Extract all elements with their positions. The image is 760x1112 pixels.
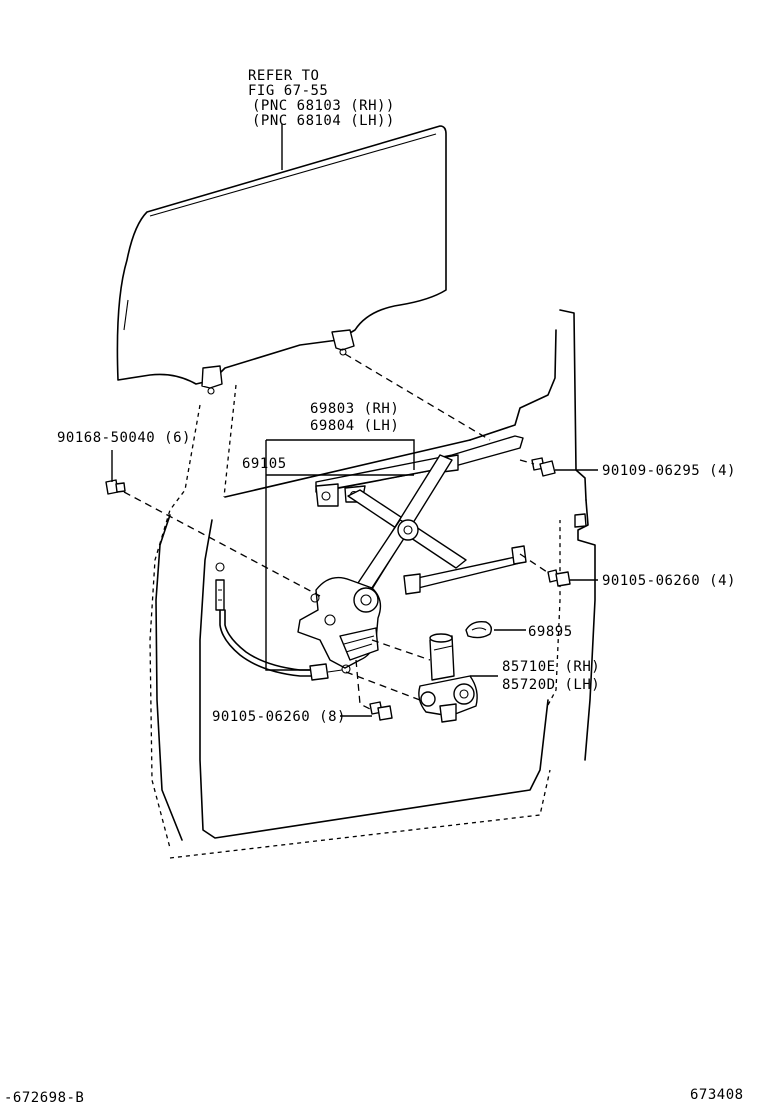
label-69105[interactable]: 69105 [242, 456, 287, 472]
label-69804[interactable]: 69804 (LH) [310, 418, 399, 434]
door-panel-outline [149, 309, 596, 859]
labels: REFER TO FIG 67-55 (PNC 68103 (RH)) (PNC… [4, 68, 744, 1106]
window-regulator[interactable] [297, 435, 527, 669]
bolt-90105-06260-lower[interactable] [369, 701, 393, 721]
refer-pnc-rh-text: (PNC 68103 (RH)) [252, 98, 395, 114]
label-90168-50040[interactable]: 90168-50040 (6) [57, 430, 191, 446]
refer-to-text: REFER TO [248, 68, 319, 84]
assembly-lines [123, 353, 551, 711]
label-85720d[interactable]: 85720D (LH) [502, 677, 600, 693]
refer-pnc-lh-text: (PNC 68104 (LH)) [252, 113, 395, 129]
power-window-motor[interactable] [418, 633, 478, 723]
label-85710e[interactable]: 85710E (RH) [502, 659, 600, 675]
bolt-90109-06295[interactable] [531, 457, 556, 477]
label-90105-06260-lower[interactable]: 90105-06260 (8) [212, 709, 346, 725]
footer-code-left: -672698-B [4, 1090, 84, 1106]
label-69895[interactable]: 69895 [528, 624, 573, 640]
label-69803[interactable]: 69803 (RH) [310, 401, 399, 417]
bolt-90168-50040[interactable] [105, 479, 126, 495]
regulator-cable[interactable] [215, 562, 351, 681]
label-90105-06260-upper[interactable]: 90105-06260 (4) [602, 573, 736, 589]
clip-69895[interactable] [465, 620, 493, 639]
label-90109-06295[interactable]: 90109-06295 (4) [602, 463, 736, 479]
footer-code-right: 673408 [690, 1087, 744, 1103]
leader-lines [111, 124, 598, 717]
door-glass[interactable] [116, 125, 447, 395]
bolt-90105-06260-upper[interactable] [547, 569, 571, 587]
refer-fig-text: FIG 67-55 [248, 83, 328, 99]
